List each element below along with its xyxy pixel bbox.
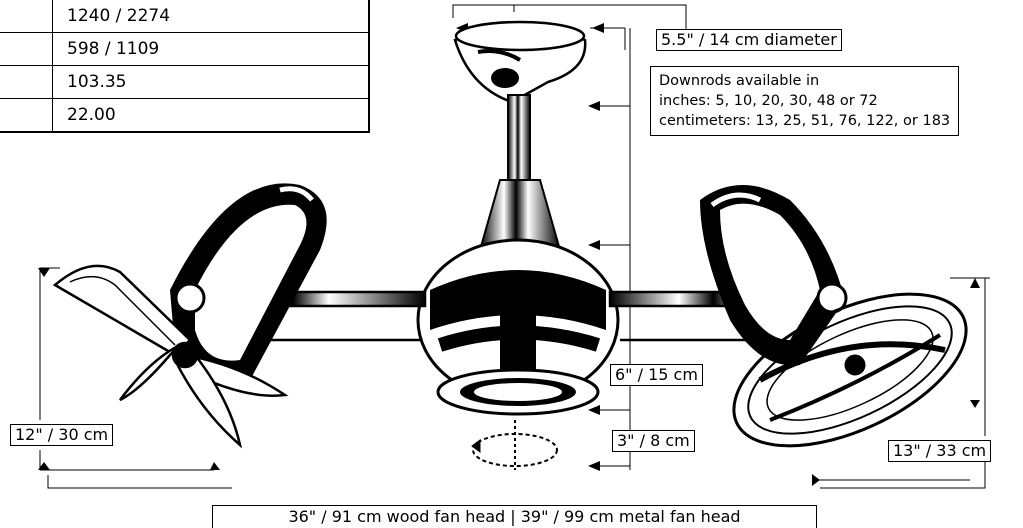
side-dimension-lines	[39, 267, 990, 489]
canopy	[453, 20, 587, 104]
downrod-note-line: Downrods available in	[659, 73, 820, 89]
light-height-label: 3" / 8 cm	[612, 430, 695, 452]
specs-value: 598 / 1109	[52, 32, 370, 66]
right-head-height-label: 13" / 33 cm	[888, 440, 992, 462]
specs-table: 1240 / 2274 598 / 1109 103.35 22.00	[0, 0, 370, 133]
canopy-diameter-label: 5.5" / 14 cm diameter	[656, 29, 842, 51]
span-label: 36" / 91 cm wood fan head | 39" / 99 cm …	[212, 505, 817, 528]
left-head-height-label: 12" / 30 cm	[10, 424, 114, 446]
height-dimension-line	[600, 28, 631, 470]
right-fan-guard	[732, 292, 968, 448]
downrod-note: Downrods available in inches: 5, 10, 20,…	[650, 66, 960, 136]
motor-height-label: 6" / 15 cm	[610, 364, 703, 386]
left-fan-head	[170, 183, 327, 382]
specs-value: 103.35	[52, 65, 370, 99]
specs-value: 22.00	[52, 98, 370, 133]
motor-housing	[416, 238, 620, 416]
specs-value: 1240 / 2274	[52, 0, 370, 33]
downrod-note-line: inches: 5, 10, 20, 30, 48 or 72	[659, 93, 878, 109]
downrod	[478, 94, 562, 251]
left-fan-blades	[52, 264, 289, 449]
specs-row: 22.00	[0, 98, 370, 133]
right-fan-head	[700, 185, 848, 366]
arrowheads	[38, 23, 980, 486]
specs-row: 103.35	[0, 65, 370, 99]
rotation-indicator	[471, 420, 558, 470]
downrod-note-line: centimeters: 13, 25, 51, 76, 122, or 183	[659, 113, 951, 129]
specs-row: 1240 / 2274	[0, 0, 370, 33]
